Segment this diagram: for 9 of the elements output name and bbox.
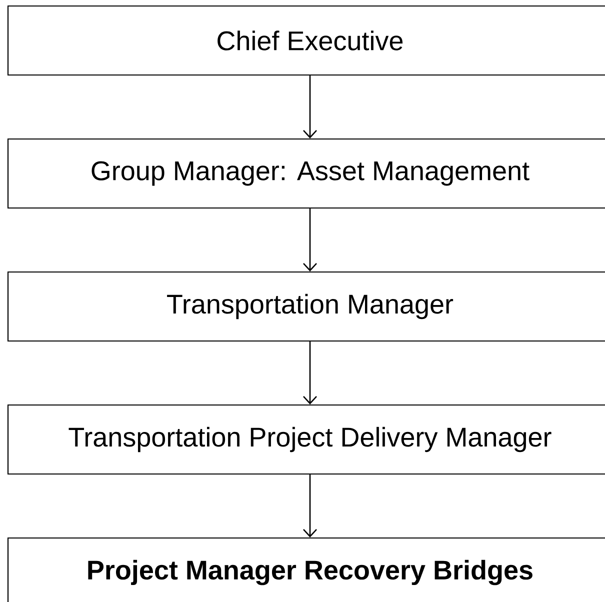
title-box: Transportation Project Delivery Manager xyxy=(7,404,605,475)
arrow xyxy=(303,342,317,404)
title-box: Group Manager: Asset Management xyxy=(7,138,605,209)
arrow xyxy=(303,208,317,272)
arrow xyxy=(303,76,317,138)
title-box: Chief Executive xyxy=(7,5,605,76)
arrow xyxy=(303,474,317,538)
title-box: Project Manager Recovery Bridges xyxy=(7,537,605,602)
title-box: Transportation Manager xyxy=(7,271,605,342)
